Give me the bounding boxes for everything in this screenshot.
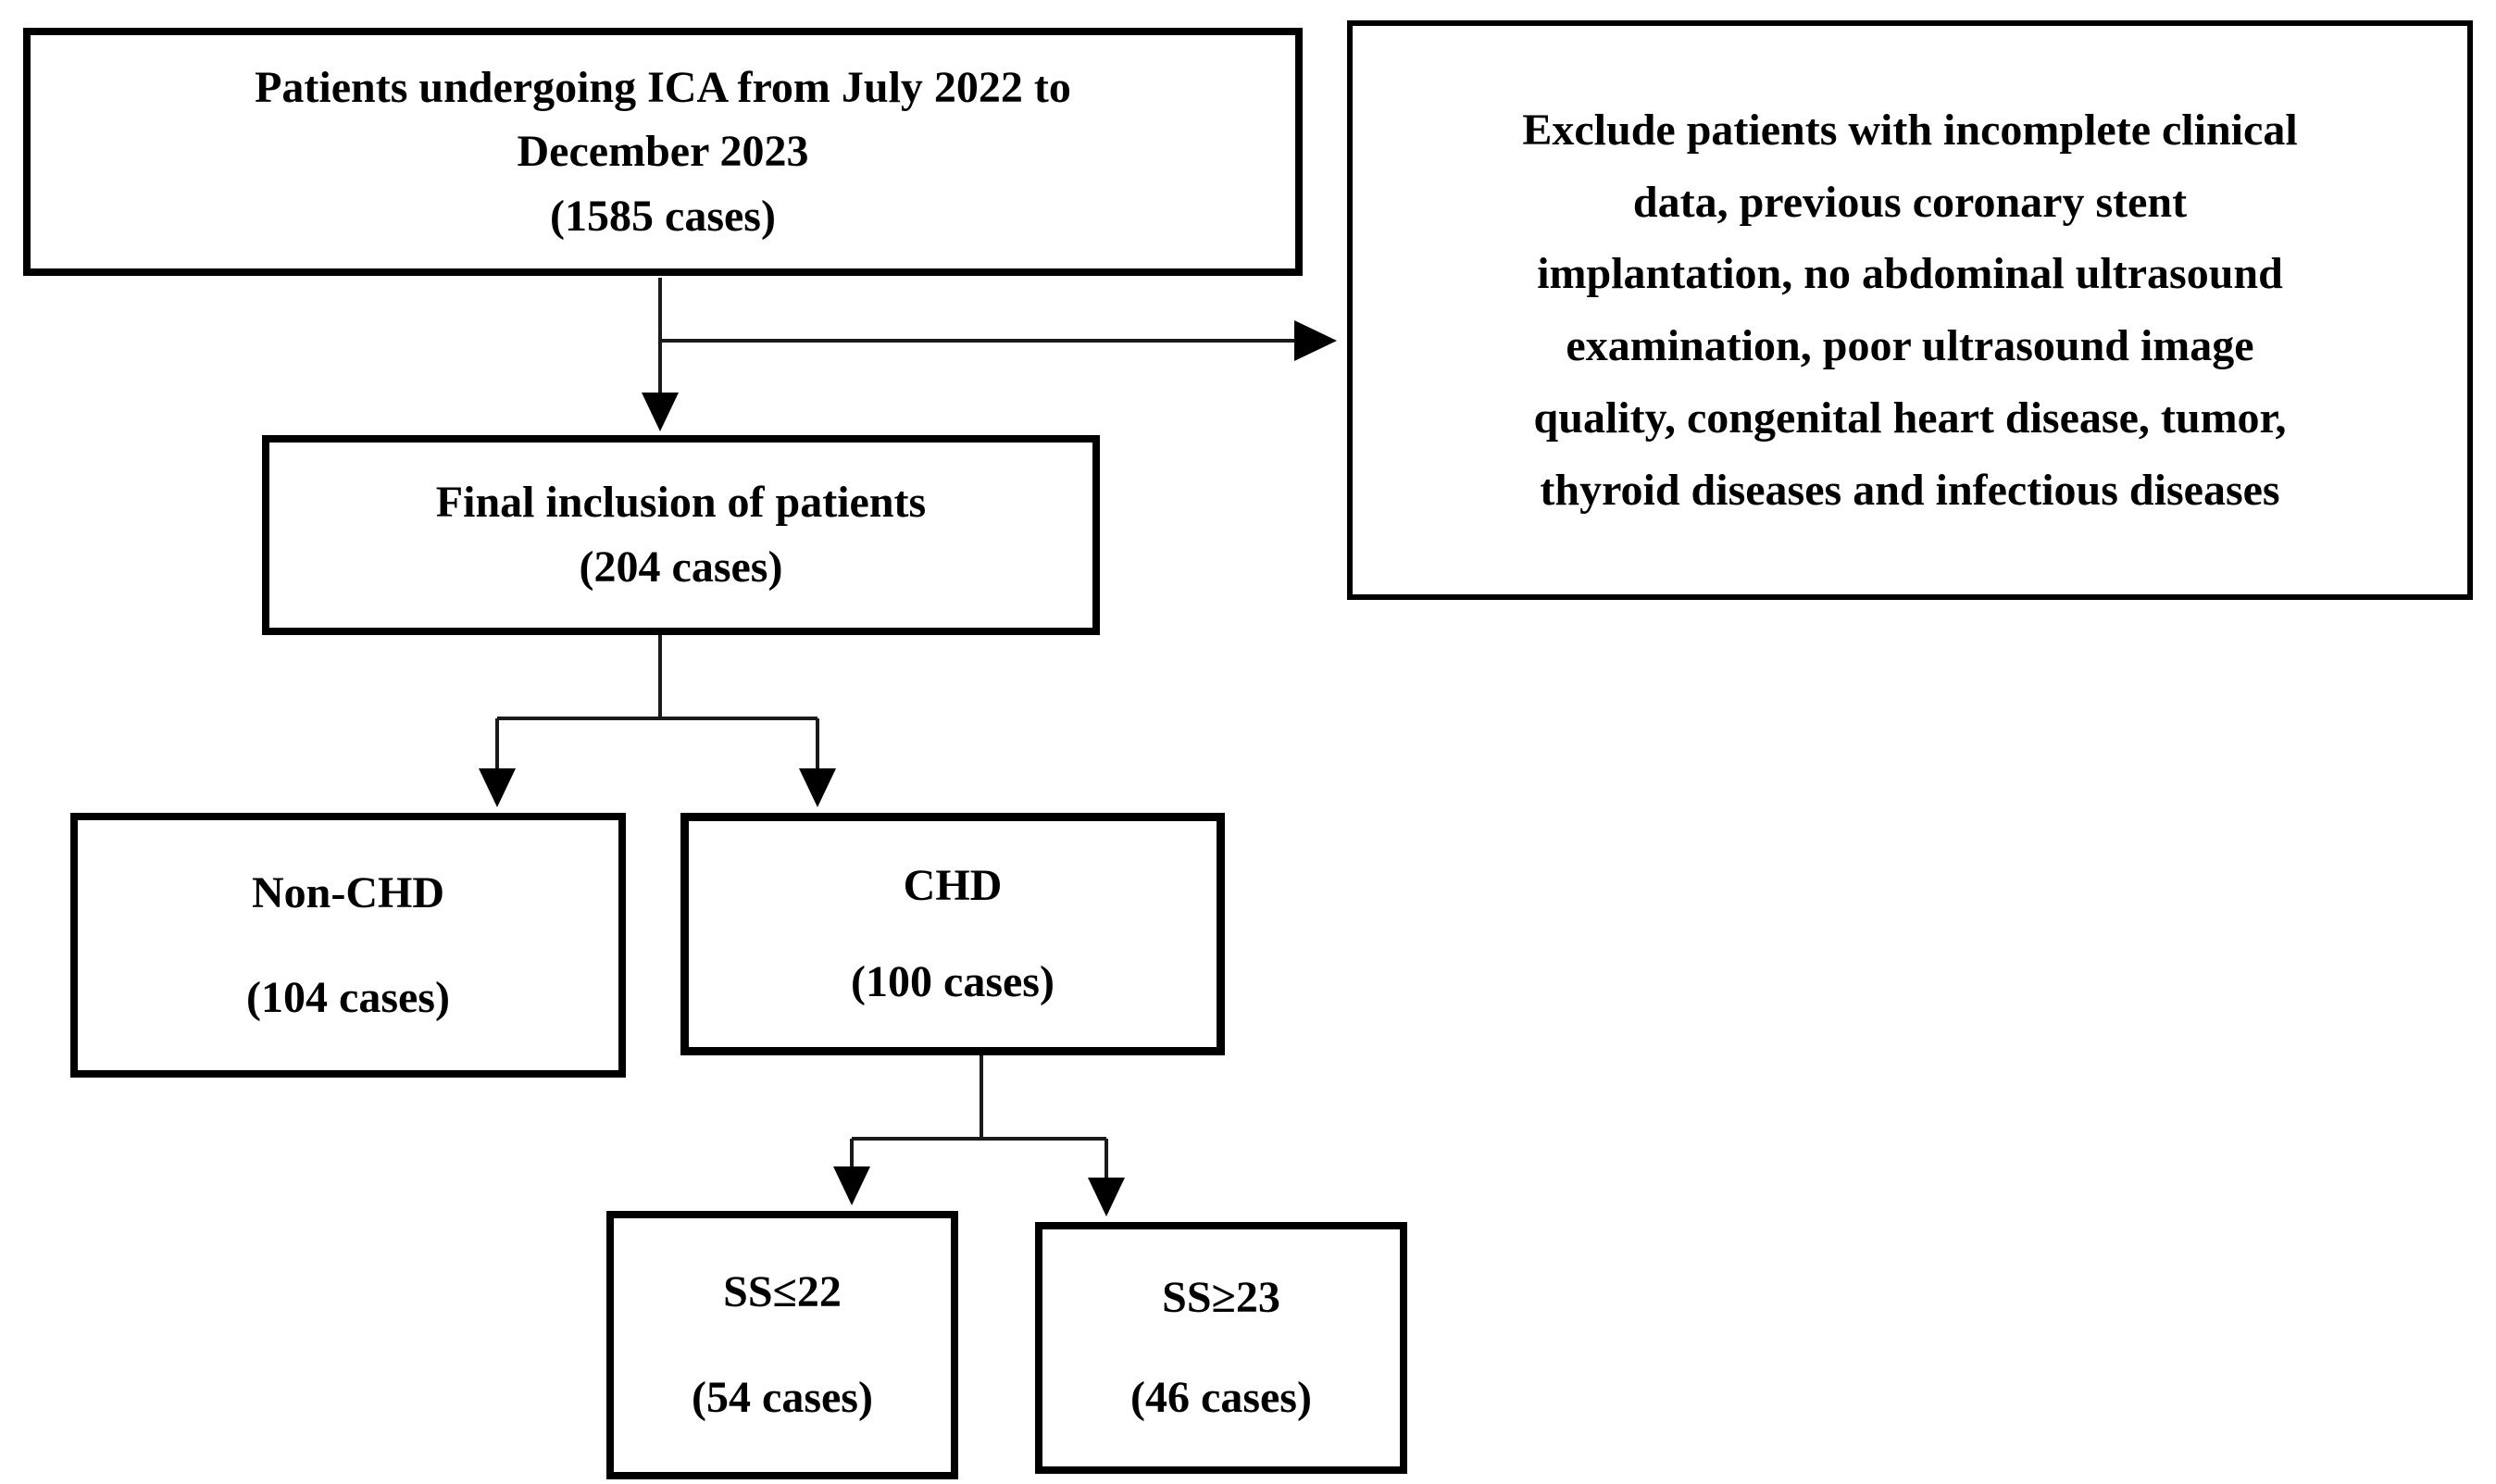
box-ica-patients: Patients undergoing ICA from July 2022 t…: [23, 28, 1303, 276]
arrowhead-down-chd-icon: [799, 768, 836, 807]
box-non-chd: Non-CHD (104 cases): [70, 813, 626, 1078]
ss-le-22-box-cases: (54 cases): [692, 1373, 873, 1423]
arrowhead-down-final-icon: [642, 393, 679, 431]
non-chd-box-cases: (104 cases): [246, 972, 450, 1022]
ss-le-22-box-title: SS≤22: [723, 1266, 842, 1316]
arrowhead-down-ss-low-icon: [833, 1166, 870, 1205]
chd-box-cases: (100 cases): [851, 957, 1055, 1007]
ica-box-title: Patients undergoing ICA from July 2022 t…: [255, 62, 1071, 177]
box-exclusion-criteria: Exclude patients with incomplete clinica…: [1347, 20, 2473, 600]
ss-ge-23-box-cases: (46 cases): [1130, 1373, 1312, 1423]
non-chd-box-title: Non-CHD: [251, 867, 444, 917]
arrowhead-down-nonchd-icon: [479, 768, 516, 807]
arrowhead-down-ss-high-icon: [1088, 1178, 1125, 1216]
exclude-box-text: Exclude patients with incomplete clinica…: [1522, 105, 2298, 515]
arrowhead-right-exclude-icon: [1294, 320, 1337, 361]
final-box-cases: (204 cases): [579, 542, 783, 592]
chd-box-title: CHD: [903, 860, 1003, 910]
ica-box-cases: (1585 cases): [550, 191, 776, 241]
box-final-inclusion: Final inclusion of patients (204 cases): [262, 435, 1100, 635]
box-chd: CHD (100 cases): [680, 813, 1225, 1055]
box-ss-le-22: SS≤22 (54 cases): [606, 1211, 958, 1479]
box-ss-ge-23: SS≥23 (46 cases): [1035, 1222, 1407, 1474]
final-box-title: Final inclusion of patients: [435, 478, 927, 528]
ss-ge-23-box-title: SS≥23: [1162, 1272, 1280, 1322]
